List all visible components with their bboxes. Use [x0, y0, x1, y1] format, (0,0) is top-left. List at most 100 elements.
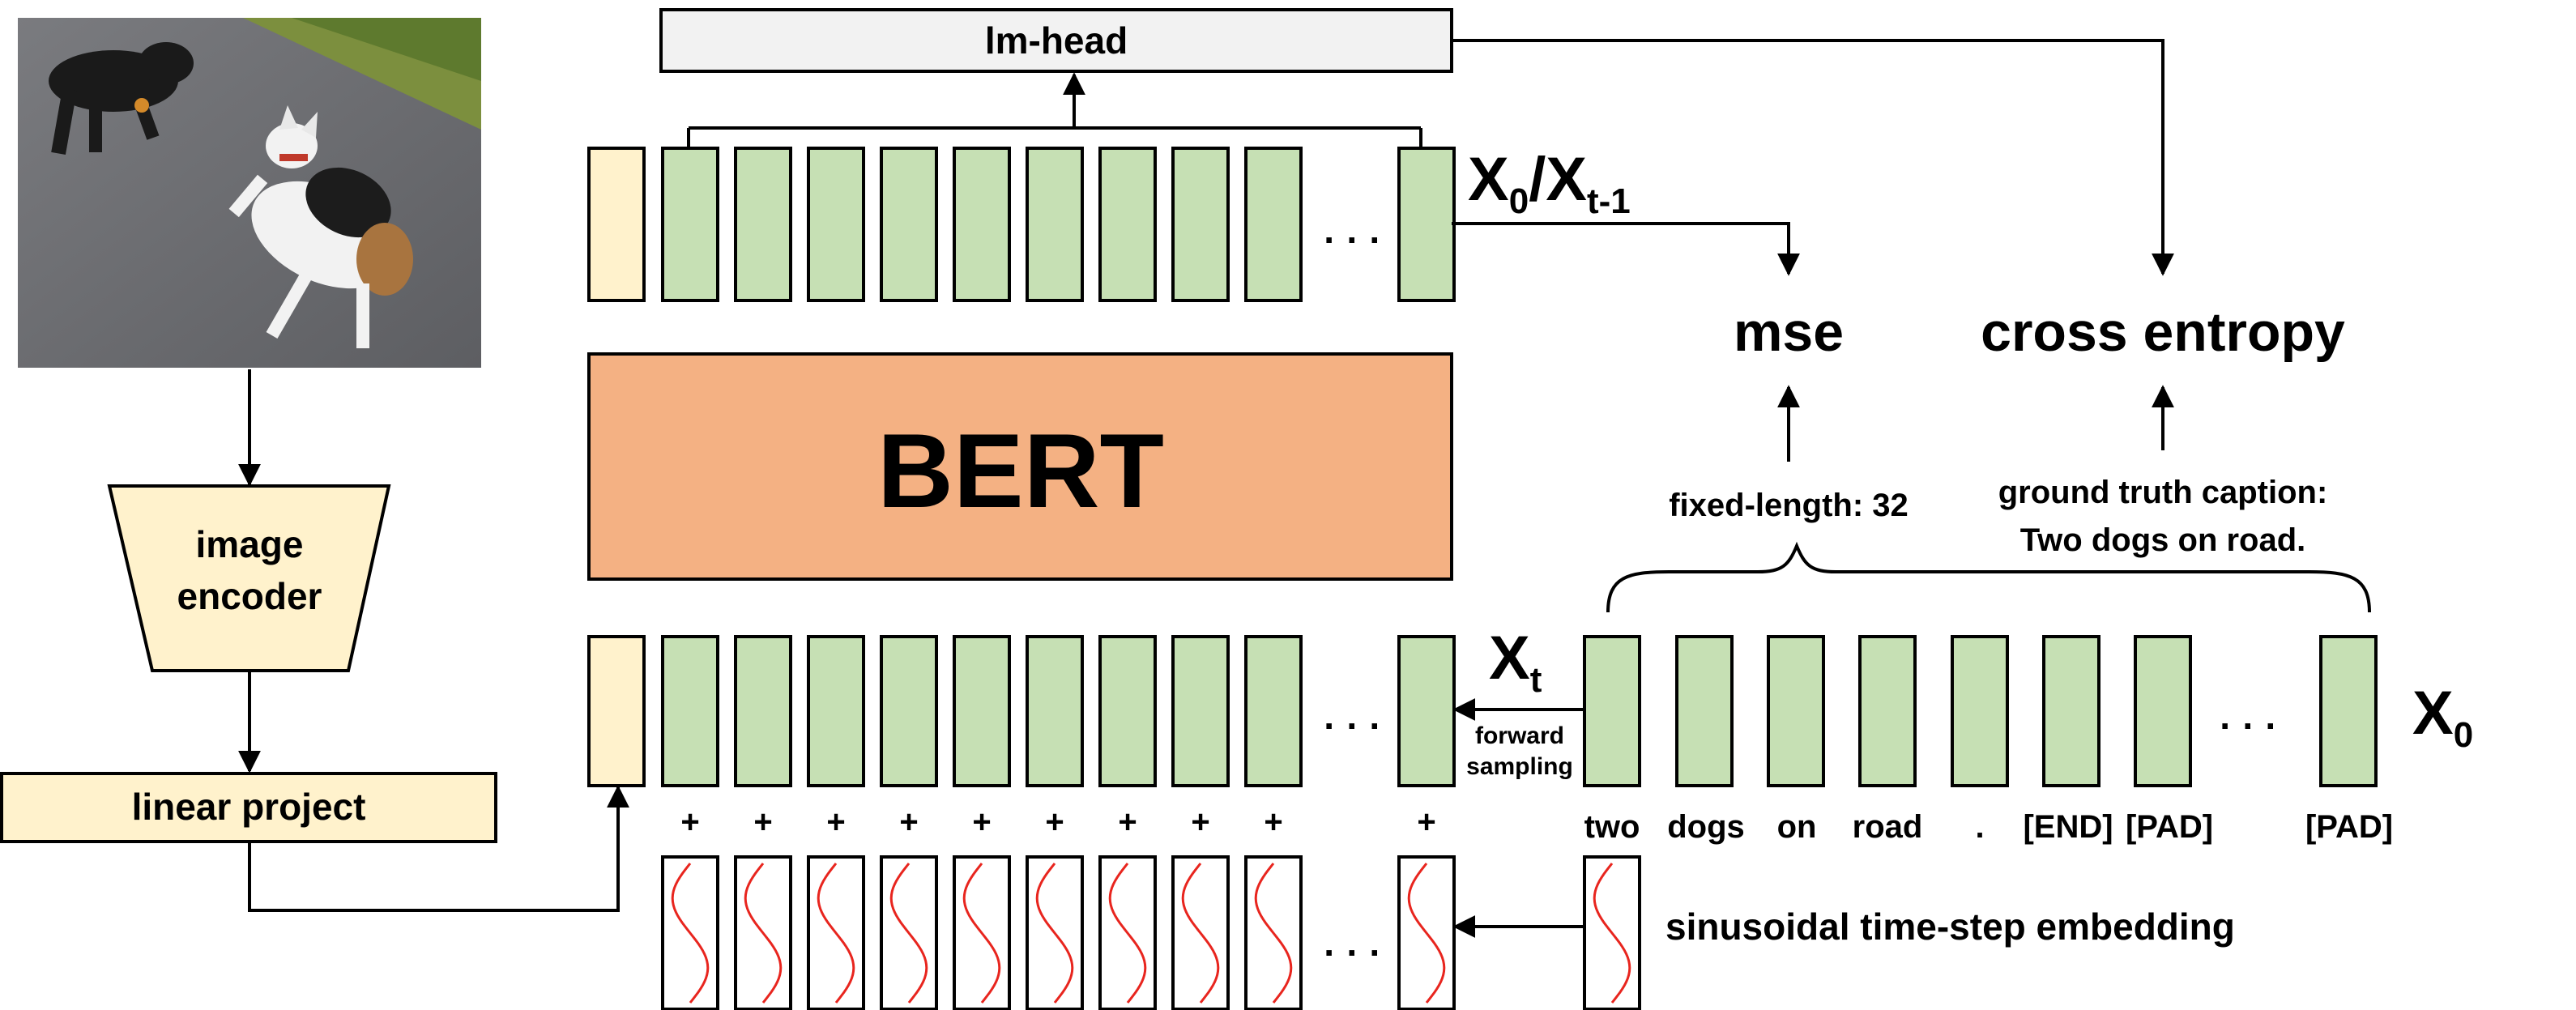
- sinusoid-curve: [1254, 863, 1293, 1004]
- sinusoid-curve: [1181, 863, 1220, 1004]
- input-seq-label: Xt: [1489, 624, 1542, 700]
- sinusoid-curve: [1035, 863, 1074, 1004]
- input-ellipsis: · · ·: [1324, 705, 1382, 747]
- input-token: [880, 635, 938, 787]
- sinusoid-block: [1583, 855, 1641, 1010]
- token-word: [PAD]: [2305, 809, 2393, 845]
- input-token: [661, 635, 719, 787]
- linear-project-box: linear project: [0, 772, 497, 843]
- cross-entropy-label: cross entropy: [1981, 301, 2345, 363]
- sinusoid-block: [880, 855, 938, 1010]
- sinusoid-block: [1171, 855, 1230, 1010]
- sinusoid-curve: [962, 863, 1001, 1004]
- sinusoid-block: [661, 855, 719, 1010]
- x0-token: [2134, 635, 2192, 787]
- output-token: [953, 147, 1011, 302]
- output-to-lmhead-bracket: [687, 72, 1422, 148]
- token-word: dogs: [1667, 809, 1745, 845]
- sine-ellipsis: · · ·: [1324, 931, 1382, 974]
- sinusoid-block: [1098, 855, 1157, 1010]
- x0-ellipsis: · · ·: [2220, 705, 2278, 747]
- sinusoid-block: [1026, 855, 1084, 1010]
- plus-sign: +: [1417, 804, 1435, 840]
- x0-token: [1951, 635, 2009, 787]
- sinusoid-box: [1098, 855, 1157, 1010]
- arrow-lmhead-to-cross-entropy: [1452, 39, 2174, 276]
- input-token: [1244, 635, 1303, 787]
- x0-token: [2042, 635, 2100, 787]
- x0-token: [1767, 635, 1825, 787]
- sinusoidal-label: sinusoidal time-step embedding: [1665, 906, 2235, 948]
- bert-box: BERT: [587, 352, 1453, 581]
- output-ellipsis: · · ·: [1324, 219, 1382, 261]
- x0-token: [2319, 635, 2378, 787]
- input-token-row: [587, 635, 1456, 787]
- output-token: [807, 147, 865, 302]
- output-token: [1244, 147, 1303, 302]
- mse-label: mse: [1734, 301, 1844, 363]
- token-word: on: [1777, 809, 1817, 845]
- sinusoid-curve: [1593, 863, 1631, 1004]
- input-token: [1026, 635, 1084, 787]
- x0-label: X0: [2412, 679, 2473, 755]
- arrow-linear-to-image-token: [248, 785, 629, 912]
- x0-token: [1675, 635, 1734, 787]
- output-token-row: [587, 147, 1456, 302]
- input-image-token: [587, 635, 646, 787]
- sinusoid-block: [1244, 855, 1303, 1010]
- plus-sign: +: [680, 804, 699, 840]
- output-token: [1098, 147, 1157, 302]
- plus-sign: +: [899, 804, 918, 840]
- arrow-output-to-mse: [1452, 222, 1800, 276]
- plus-sign: +: [972, 804, 991, 840]
- linear-project-label: linear project: [132, 786, 366, 828]
- plus-sign: +: [1045, 804, 1064, 840]
- forward-label-line1: forward: [1475, 722, 1564, 749]
- output-token: [880, 147, 938, 302]
- output-token: [1026, 147, 1084, 302]
- sinusoid-block: [807, 855, 865, 1010]
- two-dogs-photo: [18, 18, 481, 368]
- gt-caption-line1: ground truth caption:: [1998, 475, 2328, 510]
- sinusoid-block: [734, 855, 792, 1010]
- fixed-length-label: fixed-length: 32: [1669, 488, 1909, 523]
- sinusoid-curve: [1108, 863, 1147, 1004]
- x0-curly-brace: [1606, 541, 2371, 613]
- sinusoid-curve: [889, 863, 928, 1004]
- x0-token: [1858, 635, 1917, 787]
- sinusoid-box: [734, 855, 792, 1010]
- x0-token: [1583, 635, 1641, 787]
- lm-head-box: lm-head: [659, 8, 1453, 73]
- output-seq-label: X0/Xt-1: [1468, 145, 1631, 221]
- output-token: [661, 147, 719, 302]
- sinusoid-embedding-row: [661, 855, 1641, 1010]
- plus-sign: +: [753, 804, 772, 840]
- output-token: [1171, 147, 1230, 302]
- output-token: [734, 147, 792, 302]
- image-encoder: image encoder: [107, 484, 391, 672]
- bert-label: BERT: [877, 411, 1164, 530]
- sinusoid-curve: [744, 863, 783, 1004]
- token-word: .: [1975, 809, 1984, 845]
- token-word: [END]: [2023, 809, 2113, 845]
- sinusoid-block: [1397, 855, 1456, 1010]
- input-token: [1098, 635, 1157, 787]
- token-word: [PAD]: [2126, 809, 2213, 845]
- plus-row: ++++++++++: [680, 804, 1435, 840]
- image-encoder-label-line1: image: [196, 523, 304, 565]
- input-token: [807, 635, 865, 787]
- image-encoder-label-line2: encoder: [177, 575, 322, 617]
- gt-caption-line2: Two dogs on road.: [2020, 522, 2306, 558]
- sinusoid-curve: [671, 863, 710, 1004]
- plus-sign: +: [1118, 804, 1137, 840]
- input-token: [734, 635, 792, 787]
- input-token: [1171, 635, 1230, 787]
- output-token: [1397, 147, 1456, 302]
- plus-sign: +: [1264, 804, 1282, 840]
- token-word: two: [1584, 809, 1640, 845]
- token-word: road: [1853, 809, 1923, 845]
- output-image-token: [587, 147, 646, 302]
- input-token: [1397, 635, 1456, 787]
